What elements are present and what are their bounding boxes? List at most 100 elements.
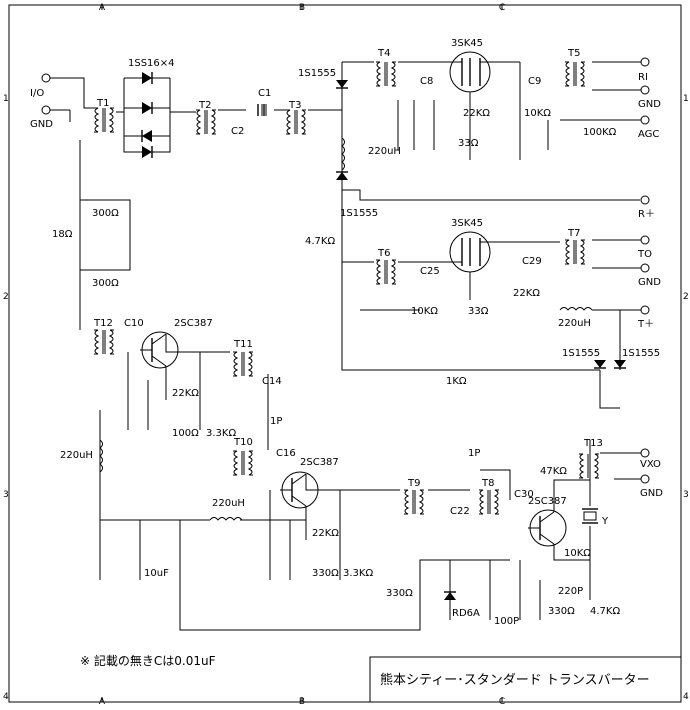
diode-rx-top-label: 1S1555 bbox=[298, 68, 336, 79]
transformer-t11 bbox=[233, 351, 253, 377]
crystal-y bbox=[582, 508, 598, 524]
q-amp1-label: 2SC387 bbox=[174, 318, 213, 329]
transformer-t12 bbox=[94, 329, 114, 355]
transistor-2sc387-amp1 bbox=[140, 331, 179, 369]
zener-label: RD6A bbox=[452, 608, 480, 619]
transformer-t1 bbox=[94, 107, 114, 133]
diode-tx-left-label: 1S1555 bbox=[562, 348, 600, 359]
inductor-tx-label: 220uH bbox=[558, 318, 591, 329]
column-label-b-top: B bbox=[299, 3, 305, 13]
r-tx-33-label: 33Ω bbox=[468, 306, 489, 317]
c9-label: C9 bbox=[528, 76, 541, 87]
c-1p-b-label: 1P bbox=[468, 448, 480, 459]
r-rx-22k-label: 22KΩ bbox=[463, 108, 490, 119]
r-osc-10k-label: 10KΩ bbox=[564, 548, 591, 559]
port-vxo-terminal[interactable] bbox=[640, 448, 650, 458]
r-rx-10k-label: 10KΩ bbox=[524, 108, 551, 119]
r-a2-22k-label: 22KΩ bbox=[312, 528, 339, 539]
inductor-220uh-mid bbox=[209, 517, 243, 521]
amp1-wiring bbox=[127, 334, 269, 450]
r-tx-10k-label: 10KΩ bbox=[411, 306, 438, 317]
t9-label: T9 bbox=[407, 478, 420, 489]
c-1p-a-label: 1P bbox=[270, 416, 282, 427]
r-osc-330-label: 330Ω bbox=[386, 588, 413, 599]
port-vxo-label: VXO bbox=[640, 459, 661, 470]
c-220p-label: 220P bbox=[558, 586, 583, 597]
inductor-rx-label: 220uH bbox=[368, 146, 401, 157]
r-osc-330b-label: 330Ω bbox=[548, 606, 575, 617]
r-osc-4k7-label: 4.7KΩ bbox=[590, 606, 620, 617]
t2-label: T2 bbox=[198, 100, 211, 111]
t1-label: T1 bbox=[96, 98, 109, 109]
resistor-pad-wiring bbox=[79, 140, 131, 330]
r-rx-100k-label: 100KΩ bbox=[583, 127, 617, 138]
t12-label: T12 bbox=[93, 318, 113, 329]
port-to-label: TO bbox=[637, 249, 652, 260]
diode-ring-mixer bbox=[123, 72, 171, 158]
row-label-1-right: 1 bbox=[683, 94, 689, 104]
amp2-wiring bbox=[99, 410, 370, 580]
t11-label: T11 bbox=[233, 339, 253, 350]
port-io-terminal[interactable] bbox=[41, 73, 51, 83]
c22-label: C22 bbox=[450, 506, 470, 517]
frame-border bbox=[8, 4, 682, 703]
r-300a-label: 300Ω bbox=[92, 208, 119, 219]
c25-label: C25 bbox=[420, 266, 440, 277]
c30-label: C30 bbox=[514, 489, 534, 500]
diode-1s1555-rx-top bbox=[336, 80, 348, 89]
title-block bbox=[369, 656, 682, 703]
inductor-mid-label: 220uH bbox=[212, 498, 245, 509]
row-label-3-right: 3 bbox=[683, 490, 689, 500]
r-a1-100-label: 100Ω bbox=[172, 428, 199, 439]
q-amp2-label: 2SC387 bbox=[300, 457, 339, 468]
port-gnd-ri-terminal[interactable] bbox=[640, 85, 650, 95]
input-wiring bbox=[50, 77, 94, 122]
port-t-plus-terminal[interactable] bbox=[640, 305, 650, 315]
r-vxo-47k-label: 47KΩ bbox=[540, 466, 567, 477]
row-label-3-left: 3 bbox=[3, 490, 9, 500]
column-label-a-top: A bbox=[99, 3, 106, 13]
output-terminals bbox=[640, 57, 650, 484]
column-label-b-bottom: B bbox=[299, 697, 305, 707]
port-gnd-in-terminal[interactable] bbox=[41, 105, 51, 115]
rx-bias-wiring bbox=[397, 61, 641, 160]
fet-tx-label: 3SK45 bbox=[451, 218, 483, 229]
c8-label: C8 bbox=[420, 76, 433, 87]
transformer-t7 bbox=[565, 239, 585, 265]
capacitor-c1 bbox=[257, 104, 265, 116]
t8-label: T8 bbox=[481, 478, 494, 489]
port-gnd-vxo-label: GND bbox=[640, 488, 663, 499]
c29-label: C29 bbox=[522, 256, 542, 267]
transformer-t3 bbox=[286, 109, 306, 135]
port-to-terminal[interactable] bbox=[640, 235, 650, 245]
c16-label: C16 bbox=[276, 448, 296, 459]
port-io-label: I/O bbox=[30, 88, 44, 99]
c-100p-label: 100P bbox=[494, 616, 519, 627]
port-r-plus-terminal[interactable] bbox=[640, 195, 650, 205]
port-gnd-to-terminal[interactable] bbox=[640, 263, 650, 273]
transistor-2sc387-osc bbox=[528, 509, 567, 547]
t6-label: T6 bbox=[377, 248, 390, 259]
t3-label: T3 bbox=[288, 100, 301, 111]
c1-label: C1 bbox=[258, 88, 271, 99]
column-label-a-bottom: A bbox=[99, 697, 106, 707]
r-a1-22k-label: 22KΩ bbox=[172, 388, 199, 399]
transformer-t8 bbox=[479, 489, 499, 515]
inductor-220uh-left bbox=[99, 439, 103, 473]
port-gnd-vxo-terminal[interactable] bbox=[640, 474, 650, 484]
t7-label: T7 bbox=[567, 228, 580, 239]
osc-wiring bbox=[179, 440, 641, 631]
c-10uf-label: 10uF bbox=[144, 568, 169, 579]
r-tx-22k-label: 22KΩ bbox=[513, 288, 540, 299]
crystal-label: Y bbox=[601, 516, 609, 527]
c2-label: C2 bbox=[231, 126, 244, 137]
transformer-t13 bbox=[579, 453, 599, 479]
port-ri-terminal[interactable] bbox=[640, 57, 650, 67]
diode-1s1555-tx-right bbox=[614, 360, 626, 369]
port-agc-terminal[interactable] bbox=[640, 115, 650, 125]
port-ri-label: RI bbox=[638, 72, 648, 83]
capacitor-note: ※ 記載の無きCは0.01uF bbox=[80, 653, 216, 668]
fet-3sk45-tx bbox=[398, 231, 560, 300]
main-wiring-rx bbox=[116, 61, 640, 320]
transformer-t4 bbox=[376, 61, 396, 87]
